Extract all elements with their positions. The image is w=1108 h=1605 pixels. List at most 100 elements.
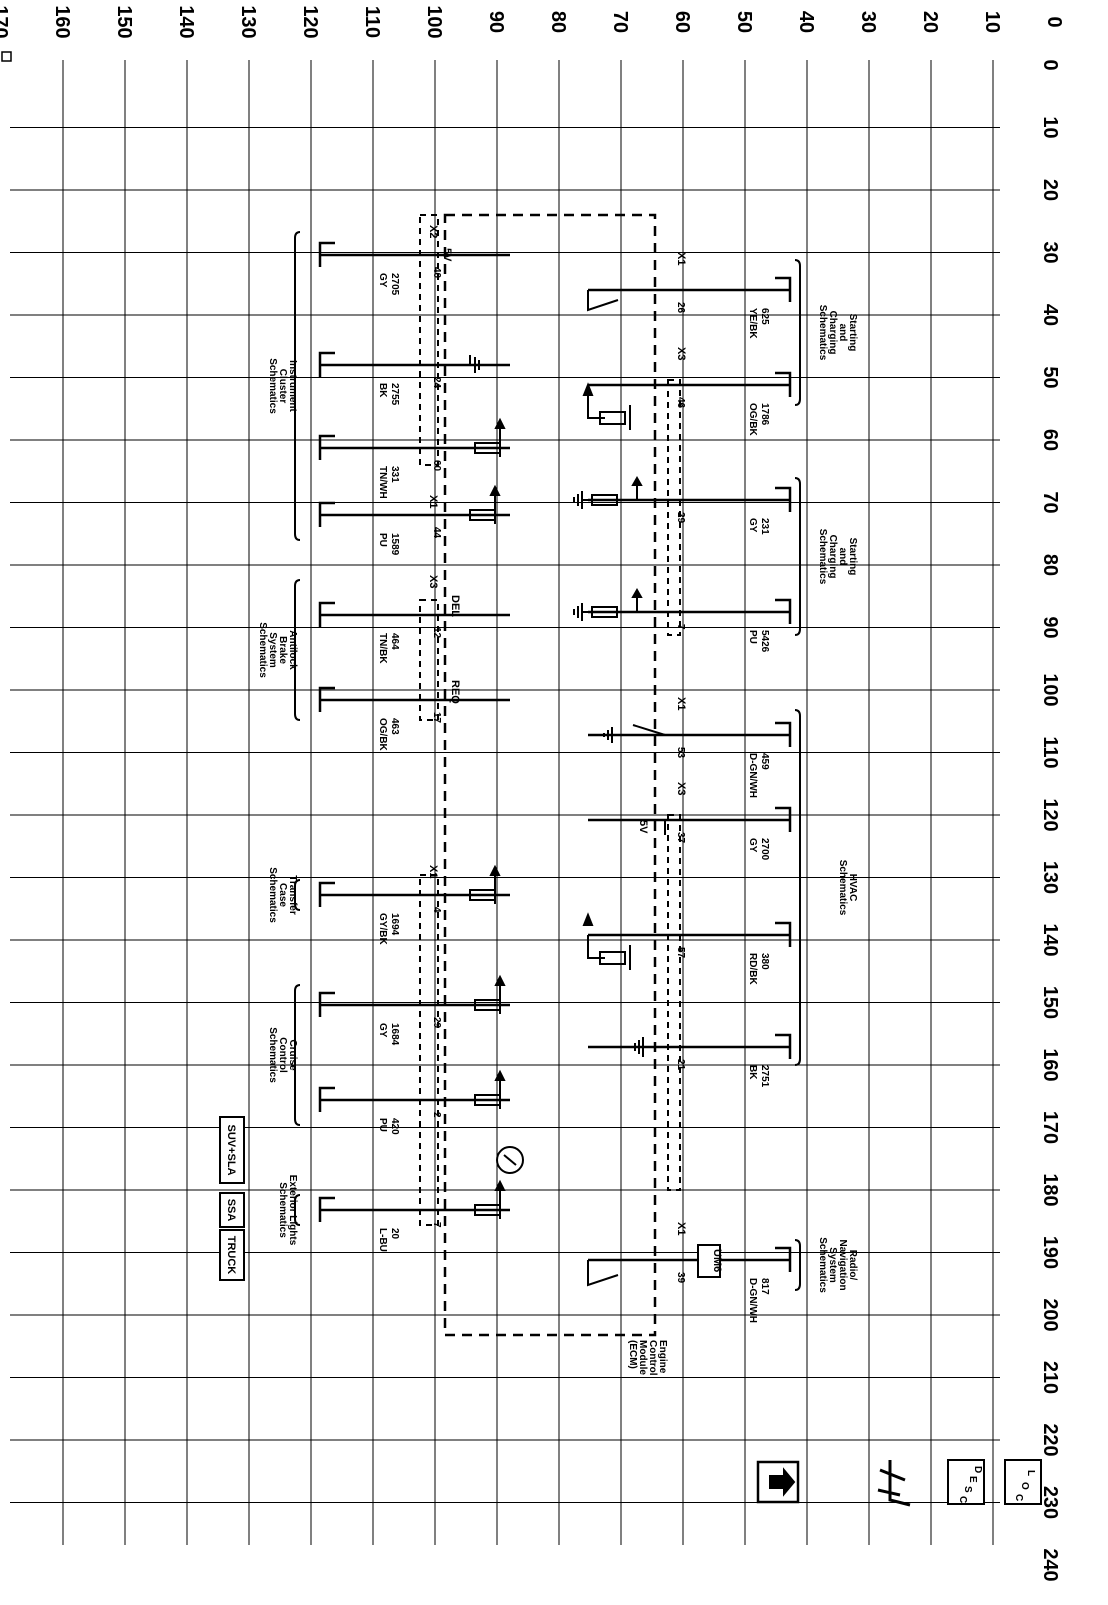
circuit-number: 20 [389, 1228, 400, 1240]
pin-number: 26 [675, 302, 686, 314]
ecm-name-text: Module [637, 1340, 648, 1375]
reference-text: Radio/ [847, 1250, 858, 1281]
connector-view-icon[interactable] [877, 1460, 911, 1507]
top-axis-tick-label: 20 [1039, 179, 1061, 201]
connector-id: X3 [675, 782, 687, 795]
resistor-symbol [599, 411, 626, 425]
top-axis-tick-label: 110 [1039, 736, 1061, 768]
pin-number: 29 [431, 1017, 442, 1029]
left-axis-labels: 0102030405060708090100110120130140150160… [0, 5, 1065, 62]
reference-text: Brake [277, 636, 288, 664]
labels: 625YE/BK26X11786OG/BK46X3231GY295426PU74… [225, 225, 1036, 1503]
left-axis-tick-label: 100 [423, 5, 445, 38]
left-axis-tick-label: 130 [237, 5, 259, 38]
connector-terminal [318, 501, 335, 527]
option-badge-box [219, 1229, 245, 1281]
top-axis-tick-label: 200 [1039, 1298, 1061, 1331]
pin-number: 40 [431, 267, 442, 279]
circuit-number: 817 [759, 1278, 770, 1295]
top-axis-tick-label: 220 [1039, 1423, 1061, 1456]
description-icon[interactable] [947, 1459, 985, 1505]
reference-text: Schematics [277, 1182, 288, 1238]
location-icon[interactable] [1004, 1459, 1042, 1505]
five-volt-label: 5V [441, 248, 453, 262]
left-axis-tick-label: 50 [733, 11, 755, 33]
left-axis-tick-label: 0 [1043, 16, 1065, 27]
left-axis-tick-label: 80 [547, 11, 569, 33]
option-badge-text: SSA [225, 1199, 237, 1222]
option-badge-text: SUV+SLA [225, 1124, 237, 1175]
circuit-number: 463 [389, 718, 400, 735]
left-axis-tick-label: 70 [609, 11, 631, 33]
reference-text: Schematics [837, 860, 848, 916]
circuit-number: 380 [759, 953, 770, 970]
wire-color: TN/BK [377, 633, 388, 664]
connector-terminal [775, 721, 792, 747]
connector-id: X1 [427, 495, 439, 508]
location-icon-letter: L [1025, 1470, 1036, 1476]
reference-text: Antilock [287, 630, 298, 670]
pin-number: 7 [675, 624, 686, 630]
corner-box [1, 51, 12, 62]
top-axis-tick-label: 100 [1039, 673, 1061, 706]
top-axis-tick-label: 60 [1039, 429, 1061, 451]
pin-number: 53 [675, 747, 686, 759]
pin-number: 21 [675, 1059, 686, 1071]
top-axis-tick-label: 50 [1039, 366, 1061, 388]
ecm-name-text: (ECM) [627, 1340, 638, 1369]
reference-text: Schematics [817, 305, 828, 361]
reference-bracket [794, 477, 801, 636]
connector-terminal [775, 598, 792, 624]
connector-terminal [318, 1086, 335, 1112]
reference-bracket [294, 984, 301, 1126]
top-axis-tick-label: 80 [1039, 554, 1061, 576]
top-axis-tick-label: 130 [1039, 861, 1061, 894]
option-marker-circle [496, 1146, 524, 1174]
connector-terminal [318, 991, 335, 1017]
left-axis-tick-label: 10 [981, 11, 1003, 33]
reference-text: Cluster [277, 369, 288, 404]
circuit-number: 2751 [759, 1065, 770, 1088]
wire-color: YE/BK [747, 308, 758, 339]
pin-number: 2 [431, 1112, 442, 1118]
description-icon-letter: D [972, 1466, 983, 1473]
top-axis-tick-label: 120 [1039, 798, 1061, 831]
wire-color: BK [377, 383, 388, 398]
description-icon-letter: C [957, 1496, 968, 1503]
ecm-name-text: Engine [657, 1340, 668, 1374]
reference-text: Case [277, 883, 288, 907]
connector-terminal [775, 1246, 792, 1272]
x2-connector-box-left [419, 214, 439, 466]
x3-connector-box-left [419, 599, 439, 721]
connector-id: X3 [675, 347, 687, 360]
reference-text: Transfer [287, 875, 298, 915]
reference-text: HVAC [847, 874, 858, 902]
top-axis-tick-label: 0 [1039, 59, 1061, 70]
reference-arrow [489, 864, 501, 876]
connector-id: X1 [675, 252, 687, 265]
reference-arrow [494, 1179, 506, 1191]
reference-text: and [837, 548, 848, 566]
circuit-number: 5426 [759, 630, 770, 653]
top-axis-tick-label: 160 [1039, 1048, 1061, 1081]
connector-terminal [318, 434, 335, 460]
x1-connector-box-left [419, 874, 439, 1226]
top-axis-tick-label: 190 [1039, 1236, 1061, 1269]
top-axis-tick-label: 90 [1039, 616, 1061, 638]
top-axis-tick-label: 30 [1039, 241, 1061, 263]
reference-arrow [494, 1069, 506, 1081]
reference-text: Starting [847, 538, 858, 576]
top-axis-tick-label: 210 [1039, 1361, 1061, 1394]
wire-color: L-BU [377, 1228, 388, 1252]
wire-color: BK [747, 1065, 758, 1080]
reference-text: Schematics [817, 1237, 828, 1293]
left-axis-tick-label: 160 [51, 5, 73, 38]
wire-color: OG/BK [377, 718, 388, 752]
symbols [219, 231, 1042, 1507]
top-axis-tick-label: 140 [1039, 923, 1061, 956]
left-axis-tick-label: 90 [485, 11, 507, 33]
wire-color: PU [377, 533, 388, 547]
connector-terminal [775, 486, 792, 512]
up-arrow-icon[interactable] [769, 1467, 796, 1497]
x3-connector-box-right [667, 379, 681, 636]
